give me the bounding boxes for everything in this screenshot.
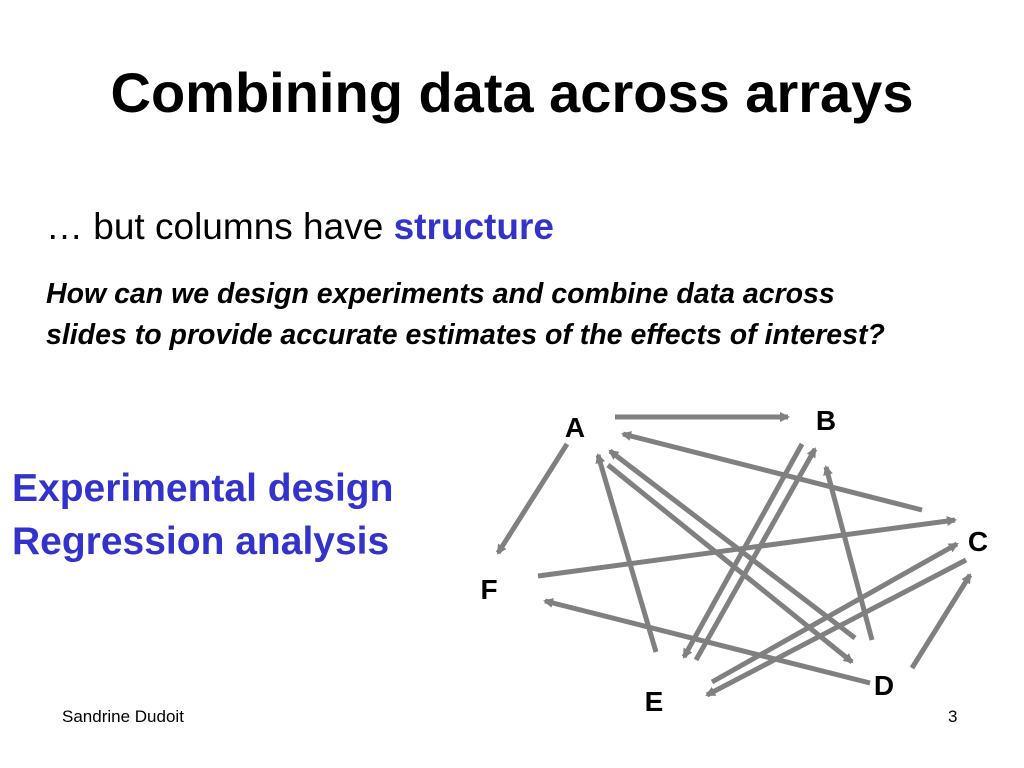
footer-author: Sandrine Dudoit	[62, 707, 184, 726]
edge-d-to-a	[608, 449, 857, 640]
slide-title: Combining data across arrays	[110, 61, 914, 124]
node-f-label: F	[480, 574, 497, 605]
node-b-label: B	[816, 405, 836, 436]
edge-d-to-f	[543, 598, 871, 686]
graph-nodes: A B C D E F	[480, 405, 988, 717]
bullet-point: … but columns have structure	[46, 205, 554, 249]
edge-d-to-c	[909, 573, 973, 670]
question-text: How can we design experiments and combin…	[46, 278, 885, 351]
node-a-label: A	[565, 412, 585, 443]
graph-edges	[495, 412, 973, 698]
edge-a-to-d	[606, 463, 854, 664]
node-c-label: C	[968, 526, 988, 557]
topics-list: Experimental design Regression analysis	[12, 462, 393, 568]
page-number: 3	[948, 707, 958, 726]
topic-experimental-design: Experimental design	[12, 467, 394, 510]
edge-c-to-a	[621, 431, 923, 513]
edge-f-to-c	[537, 516, 957, 579]
edge-e-to-a	[595, 453, 659, 653]
edge-c-to-e	[705, 557, 968, 698]
node-d-label: D	[874, 670, 894, 701]
node-e-label: E	[645, 686, 664, 717]
edge-e-to-b	[693, 447, 818, 662]
bullet-text: … but columns have	[46, 206, 394, 247]
topic-regression-analysis: Regression analysis	[12, 520, 390, 563]
edge-a-to-f	[495, 442, 570, 555]
edge-e-to-c	[710, 541, 959, 685]
bullet-emphasis: structure	[393, 206, 554, 247]
